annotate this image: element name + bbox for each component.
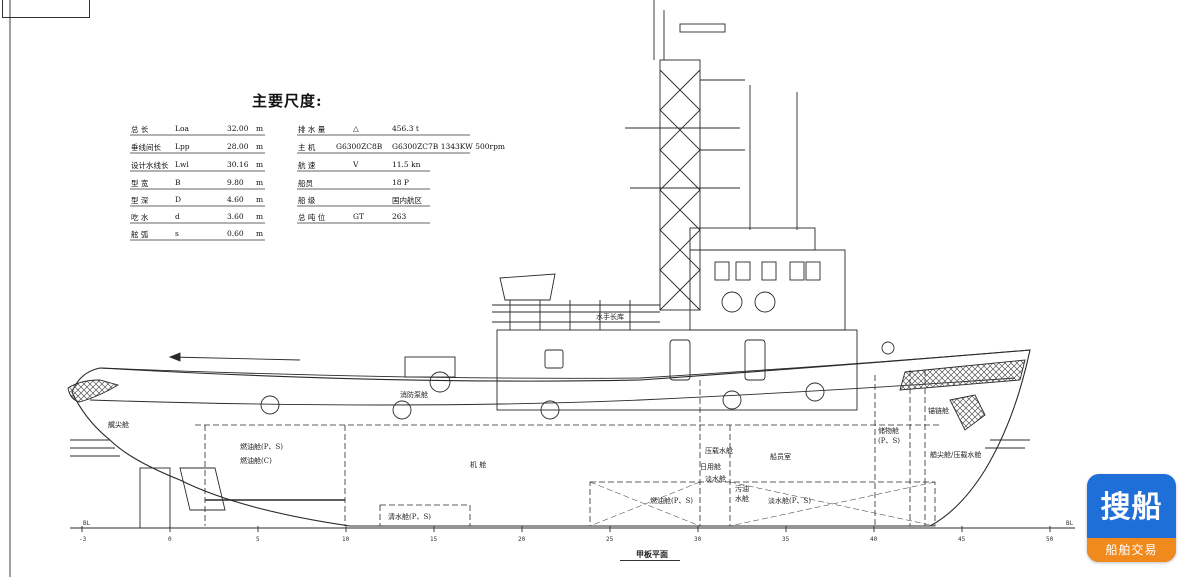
bottom-label: 甲板平面 <box>636 549 668 559</box>
scale-label: 40 <box>870 536 878 543</box>
compartment-label: 机 舱 <box>470 461 487 469</box>
title-block-corner <box>2 0 90 18</box>
scale-label: -3 <box>79 536 87 543</box>
hull-outline <box>71 349 1031 527</box>
page-title: 主要尺度: <box>252 92 323 110</box>
deckhouse-main <box>496 329 858 411</box>
scale-label: 30 <box>694 536 702 543</box>
compartment-label: 艉尖舱 <box>108 421 129 429</box>
scale-label: 15 <box>430 536 438 543</box>
bottom-label-underline <box>620 560 680 561</box>
scale-label: 35 <box>782 536 790 543</box>
souchuan-logo[interactable]: 搜船 船舶交易 <box>1087 474 1176 562</box>
scale-label: 5 <box>256 536 260 543</box>
scale-label: 50 <box>1046 536 1054 543</box>
compartment-label: 淡水舱 <box>705 475 726 483</box>
compartment-label: 燃油舱(C) <box>240 457 272 465</box>
mast <box>659 59 701 311</box>
compartment-label: 压载水舱 <box>705 447 733 455</box>
baseline-label: BL <box>1066 520 1074 527</box>
compartment-label: 锚链舱 <box>928 407 949 415</box>
baseline-label: BL <box>83 520 91 527</box>
scale-label: 20 <box>518 536 526 543</box>
scale-label: 25 <box>606 536 614 543</box>
scale-ticks <box>81 526 1051 532</box>
compartment-label: 清水舱(P、S) <box>388 513 431 521</box>
logo-subtext: 船舶交易 <box>1087 538 1176 562</box>
compartment-label: 水手长库 <box>596 313 624 321</box>
compartment-label: 艏尖舱/压载水舱 <box>930 451 982 459</box>
scale-label: 10 <box>342 536 350 543</box>
compartment-label: 船员室 <box>770 453 791 461</box>
scale-label: 0 <box>168 536 172 543</box>
compartment-label: 淡水舱(P、S) <box>768 497 811 505</box>
compartment-label: 燃油舱(P、S) <box>650 497 693 505</box>
compartment-label: 燃油舱(P、S) <box>240 443 283 451</box>
fender-fore <box>899 359 1026 391</box>
logo-text: 搜船 <box>1100 490 1163 525</box>
fender-aft <box>67 379 120 403</box>
scale-label: 45 <box>958 536 966 543</box>
compartment-label: 消防泵舱 <box>400 391 428 399</box>
compartment-label: 日用舱 <box>700 463 721 471</box>
compartment-label: 储物舱(P、S) <box>878 427 900 445</box>
compartment-label: 污油水舱 <box>735 485 749 503</box>
